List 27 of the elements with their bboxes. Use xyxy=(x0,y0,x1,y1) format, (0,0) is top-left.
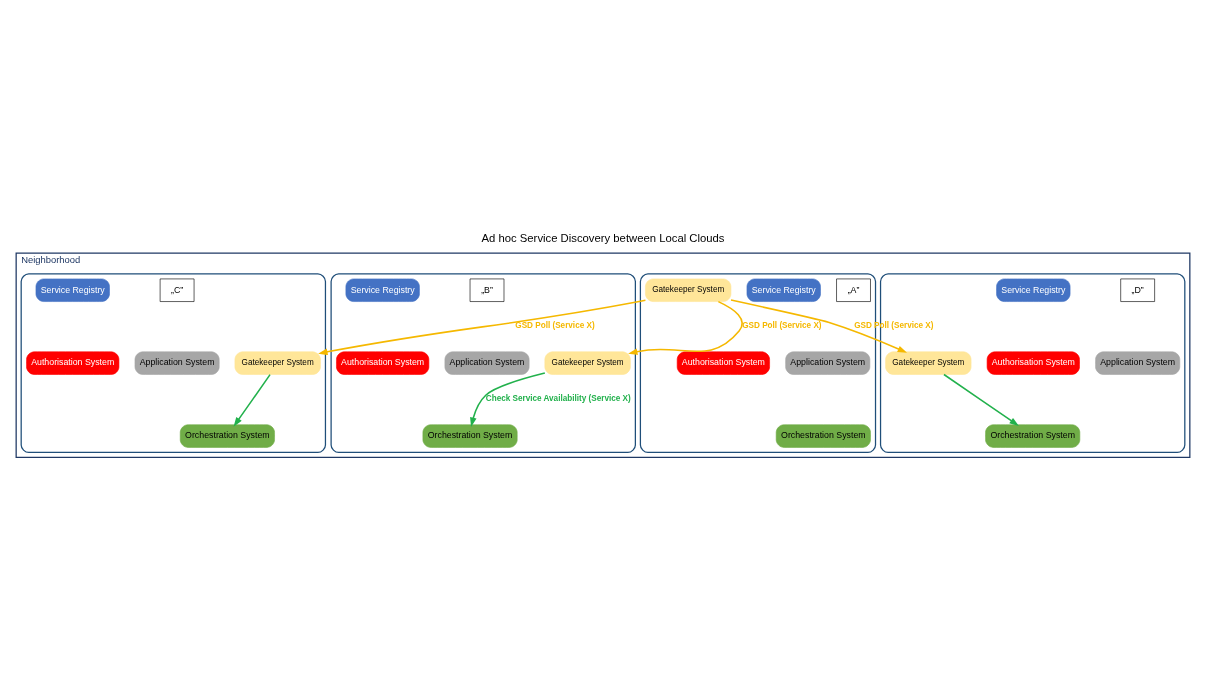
node-box: Orchestration System xyxy=(985,424,1081,448)
node-box: Orchestration System xyxy=(775,424,871,448)
node-box: Application System xyxy=(134,351,220,375)
diagram-title: Ad hoc Service Discovery between Local Clouds xyxy=(481,232,725,245)
arrow xyxy=(318,299,647,356)
node-box: Authorisation System xyxy=(676,351,770,375)
node-box: Service Registry xyxy=(345,278,420,302)
arrow xyxy=(628,300,743,355)
node-box: Authorisation System xyxy=(986,351,1080,375)
node-box: „B” xyxy=(469,278,505,302)
node-box: Service Registry xyxy=(996,278,1071,302)
node-box: Authorisation System xyxy=(26,351,120,375)
node-box: Application System xyxy=(1095,351,1181,375)
node-box: „D” xyxy=(1120,278,1155,302)
arrow xyxy=(943,373,1019,426)
arrow xyxy=(233,373,271,427)
node-box: Application System xyxy=(444,351,530,375)
node-box: Application System xyxy=(785,351,871,375)
node-box: „C” xyxy=(159,278,195,302)
node-box: Service Registry xyxy=(35,278,110,302)
arrow xyxy=(730,299,908,353)
node-box: Service Registry xyxy=(746,278,821,302)
node-box: Authorisation System xyxy=(336,351,430,375)
node-box: „A” xyxy=(836,278,871,302)
arrow xyxy=(470,372,546,427)
node-box: Orchestration System xyxy=(179,424,275,448)
node-box: Orchestration System xyxy=(422,424,518,448)
